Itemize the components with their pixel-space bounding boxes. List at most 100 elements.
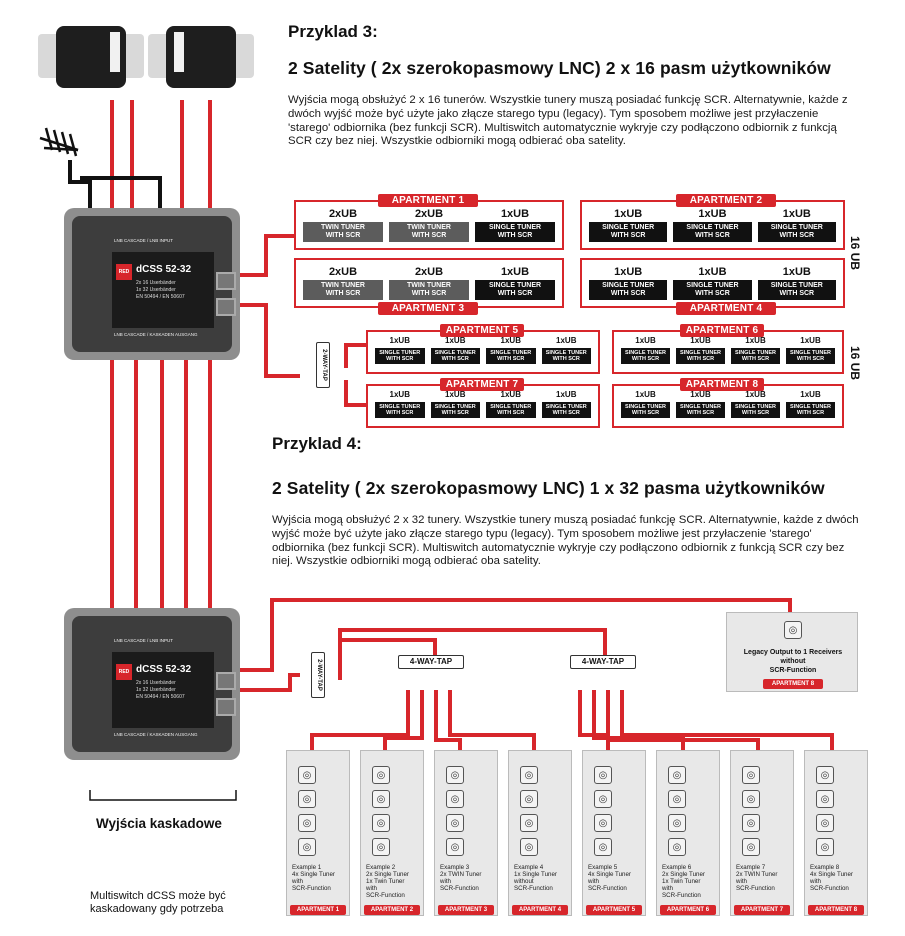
socket-icon: ◎: [520, 766, 538, 784]
card-text-line: Example 1: [292, 864, 322, 871]
socket-icon: ◎: [594, 790, 612, 808]
top-label: LNB CASCADE / LNB INPUT: [114, 638, 174, 643]
model-name: dCSS 52-32: [136, 264, 192, 275]
top-label: LNB CASCADE / LNB INPUT: [114, 238, 174, 243]
apartment-card: [730, 750, 794, 916]
card-text-line: SCR-Function: [588, 885, 627, 892]
four-way-tap-left: 4-WAY-TAP: [398, 655, 464, 669]
ub-count: 1xUB: [500, 336, 521, 345]
ub-count: 1xUB: [500, 208, 530, 220]
ub-count: 1xUB: [698, 266, 727, 278]
socket-icon: ◎: [372, 766, 390, 784]
card-text-line: with: [440, 878, 452, 885]
socket-icon: ◎: [298, 790, 316, 808]
lnb-right-icon: [148, 22, 256, 102]
card-text-line: 2x TWIN Tuner: [736, 871, 778, 878]
socket-icon: ◎: [520, 790, 538, 808]
ub-count: 1xUB: [445, 390, 466, 399]
paragraph-line: odbiornika (bez funkcji SCR). Multiswitc…: [272, 541, 845, 554]
cascade-note: Multiswitch dCSS może być kaskadowany gd…: [90, 890, 226, 916]
apartment-card: [656, 750, 720, 916]
card-text-line: Example 7: [736, 864, 766, 871]
ub-count: 1xUB: [500, 390, 521, 399]
socket-icon: ◎: [446, 790, 464, 808]
card-text-line: with: [736, 878, 748, 885]
card-text-line: SCR-Function: [662, 892, 701, 899]
legacy-line-1: Legacy Output to 1 Receivers: [743, 649, 843, 656]
socket-icon: ◎: [298, 814, 316, 832]
example4-heading: Przyklad 4:: [272, 434, 362, 453]
brand-logo: RED: [116, 264, 132, 280]
socket-icon: ◎: [668, 838, 686, 856]
card-text-line: SCR-Function: [440, 885, 479, 892]
example3-heading: Przyklad 3:: [288, 22, 378, 41]
card-text-line: Example 4: [514, 864, 544, 871]
ub-count: 2xUB: [414, 208, 444, 220]
f-connector-icon: [216, 698, 236, 716]
ub-count: 1xUB: [698, 208, 727, 220]
example3-paragraph: Wyjścia mogą obsłużyć 2 x 16 tunerów. Ws…: [288, 94, 898, 149]
socket-icon: ◎: [742, 766, 760, 784]
ub-count: 1xUB: [800, 390, 821, 399]
card-text-line: 2x TWIN Tuner: [440, 871, 482, 878]
card-apartment-tag: APARTMENT 3: [438, 905, 494, 915]
card-apartment-tag: APARTMENT 6: [660, 905, 716, 915]
socket-icon: ◎: [742, 814, 760, 832]
card-text-line: Example 5: [588, 864, 618, 871]
note-line: kaskadowany gdy potrzeba: [90, 903, 224, 915]
socket-icon: ◎: [372, 838, 390, 856]
lnb-left-icon: [38, 22, 146, 102]
socket-icon: ◎: [668, 814, 686, 832]
apartment-tag: APARTMENT 6: [680, 324, 764, 337]
socket-icon: ◎: [372, 790, 390, 808]
ub-count: 1xUB: [635, 390, 656, 399]
socket-icon: ◎: [520, 814, 538, 832]
card-text-line: 1x Twin Tuner: [662, 878, 701, 885]
apartment-card: [582, 750, 646, 916]
socket-icon: ◎: [668, 766, 686, 784]
card-text-line: SCR-Function: [514, 885, 553, 892]
apartment-tag: APARTMENT 1: [378, 194, 478, 207]
multiswitch-top: RED dCSS 52-32 2x 16 Userbänder 1x 32 Us…: [64, 208, 240, 360]
f-connector-icon: [216, 672, 236, 690]
legacy-line-2: without: [780, 658, 806, 665]
socket-icon: ◎: [784, 621, 802, 639]
socket-icon: ◎: [816, 814, 834, 832]
card-apartment-tag: APARTMENT 2: [364, 905, 420, 915]
four-way-tap-right: 4-WAY-TAP: [570, 655, 636, 669]
card-text-line: 4x Single Tuner: [292, 871, 335, 878]
socket-icon: ◎: [298, 766, 316, 784]
paragraph-line: Wyjścia mogą obsłużyć 2 x 32 tunery. Wsz…: [272, 514, 859, 526]
card-text-line: 4x Single Tuner: [588, 871, 631, 878]
socket-icon: ◎: [594, 814, 612, 832]
card-text-line: SCR-Function: [810, 885, 849, 892]
spec-line-1: 2x 16 Userbänder: [136, 680, 176, 686]
card-text-line: Example 2: [366, 864, 396, 871]
card-text-line: Example 6: [662, 864, 692, 871]
card-text-line: 1x Single Tuner: [514, 871, 557, 878]
spec-line-2: 1x 32 Userbänder: [136, 287, 176, 293]
ub-count: 1xUB: [556, 336, 577, 345]
ub-count: 1xUB: [614, 266, 643, 278]
ub-count: 2xUB: [414, 266, 444, 278]
ub-count: 1xUB: [500, 266, 530, 278]
apartment-card: [804, 750, 868, 916]
card-text-line: SCR-Function: [292, 885, 331, 892]
card-text-line: without: [514, 878, 534, 885]
card-text-line: 2x Single Tuner: [366, 871, 409, 878]
